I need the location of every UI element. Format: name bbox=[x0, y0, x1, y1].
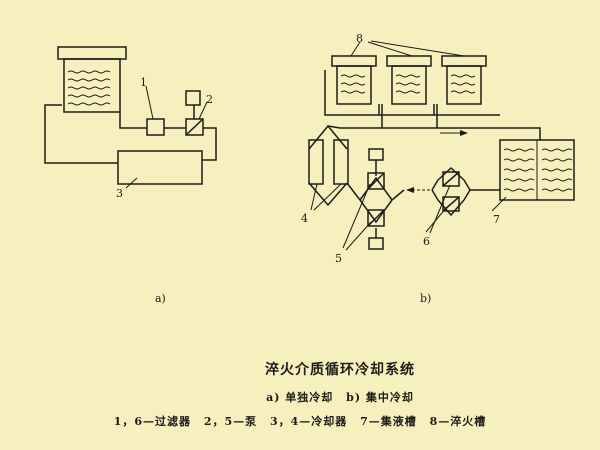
label-collect-b: 7 bbox=[493, 213, 500, 226]
label-pump-a: 2 bbox=[206, 93, 213, 106]
quench-tank-b2 bbox=[386, 55, 432, 105]
panel-a-label: a) bbox=[155, 292, 166, 305]
caption-title: 淬火介质循环冷却系统 bbox=[265, 362, 415, 378]
diagram-labels: 1 2 3 8 4 5 6 7 a) b) bbox=[116, 32, 500, 305]
caption-subtitle-b: b) 集中冷却 bbox=[346, 391, 414, 404]
coolers-b bbox=[308, 139, 349, 185]
label-cooler-a: 3 bbox=[116, 187, 123, 200]
legend-item: 1，6—过滤器 bbox=[113, 415, 191, 428]
leaders-a bbox=[125, 85, 208, 189]
label-filter-a: 1 bbox=[140, 76, 147, 89]
caption-legend: 1，6—过滤器 2，5—泵 3，4—冷却器 7—集液槽 8—淬火槽 bbox=[0, 413, 600, 429]
panel-b-label: b) bbox=[420, 292, 431, 305]
label-coolers-b: 4 bbox=[301, 212, 308, 225]
panel-b bbox=[308, 40, 575, 251]
cooler-a bbox=[117, 150, 203, 185]
legend-item: 3，4—冷却器 bbox=[270, 415, 348, 428]
caption-subtitle-a: a) 单独冷却 bbox=[266, 391, 334, 404]
legend-item: 2，5—泵 bbox=[203, 415, 258, 428]
legend-item: 7—集液槽 bbox=[360, 415, 417, 428]
filter-a bbox=[146, 118, 165, 136]
label-tanks-b: 8 bbox=[356, 32, 363, 45]
piping-b bbox=[308, 70, 541, 238]
pumps-b bbox=[367, 148, 385, 250]
piping-a bbox=[44, 104, 217, 164]
caption-subtitle: a) 单独冷却 b) 集中冷却 bbox=[90, 389, 590, 405]
pump-a bbox=[185, 90, 204, 136]
label-pumps-b: 5 bbox=[335, 252, 342, 265]
legend-item: 8—淬火槽 bbox=[429, 415, 487, 428]
quench-tank-b1 bbox=[331, 55, 377, 105]
leaders-b bbox=[310, 40, 507, 251]
panel-a bbox=[44, 46, 217, 189]
filters-b bbox=[442, 171, 460, 212]
quench-tank-b3 bbox=[441, 55, 487, 105]
quench-tank-a bbox=[57, 46, 127, 113]
cooling-system-diagram: 1 2 3 8 4 5 6 7 a) b) bbox=[44, 32, 575, 305]
label-filters-b: 6 bbox=[423, 235, 430, 248]
collect-tank-b bbox=[499, 139, 575, 201]
